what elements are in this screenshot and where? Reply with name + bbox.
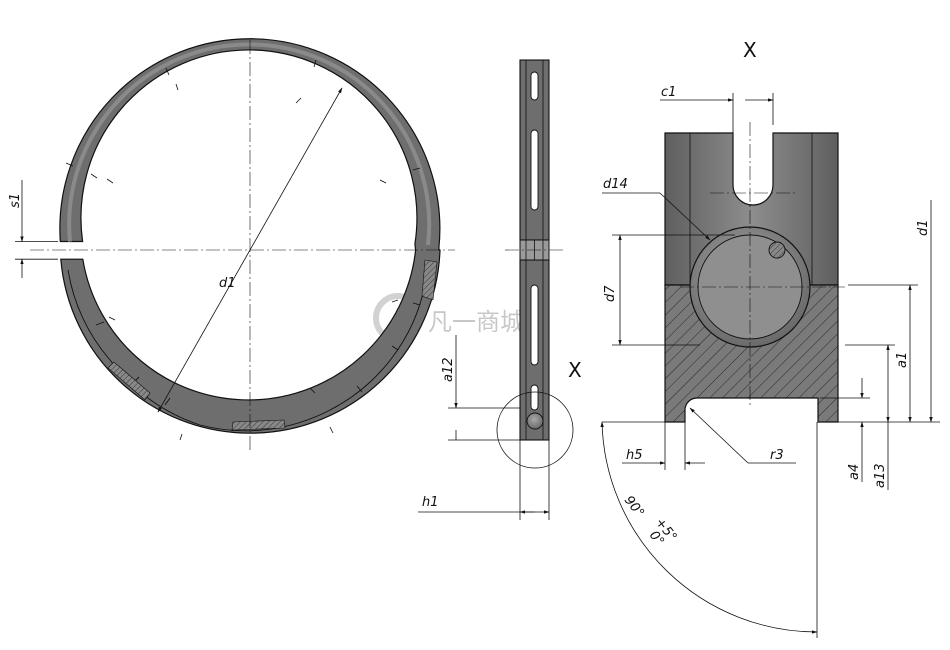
- detail-title: X: [743, 38, 757, 62]
- h1-label: h1: [422, 495, 439, 510]
- side-slots: [530, 71, 539, 411]
- ring-hatch-right: [421, 259, 438, 301]
- s1-label: s1: [8, 193, 23, 208]
- ring-hatch-lower-left: [107, 361, 151, 401]
- watermark-text: 凡一商城: [428, 308, 524, 336]
- a4-label: a4: [847, 464, 862, 480]
- ring-side-view: X a12 h1: [418, 59, 582, 520]
- ring-body: [59, 38, 441, 434]
- detail-x-label: X: [568, 358, 582, 382]
- a1-label: a1: [895, 352, 910, 368]
- d1-dimension-line: [157, 87, 343, 413]
- d7-label: d7: [603, 285, 618, 302]
- detail-x-circle: [496, 391, 574, 469]
- side-ball: [526, 412, 544, 430]
- d1-left-label: d1: [219, 276, 236, 291]
- a13-label: a13: [873, 463, 888, 488]
- r3-label: r3: [770, 448, 784, 463]
- r3-leader: [689, 407, 749, 464]
- detail-small-hole: [768, 241, 786, 259]
- detail-x-view: X c1 d14 d7 d1: [600, 38, 940, 638]
- angle-tol-lower: 0°: [646, 528, 667, 549]
- d14-label: d14: [603, 177, 628, 192]
- a12-label: a12: [441, 357, 456, 382]
- ring-front-view: d1 s1: [8, 38, 455, 450]
- ring-hatch-bottom: [231, 419, 286, 431]
- angle-arc: [600, 421, 818, 634]
- c1-label: c1: [661, 85, 676, 100]
- angle-label: 90°: [621, 493, 647, 520]
- ring-top-band: [67, 42, 432, 246]
- h5-label: h5: [626, 448, 643, 463]
- d14-leader-2: [659, 192, 711, 241]
- d1-right-label: d1: [916, 219, 931, 236]
